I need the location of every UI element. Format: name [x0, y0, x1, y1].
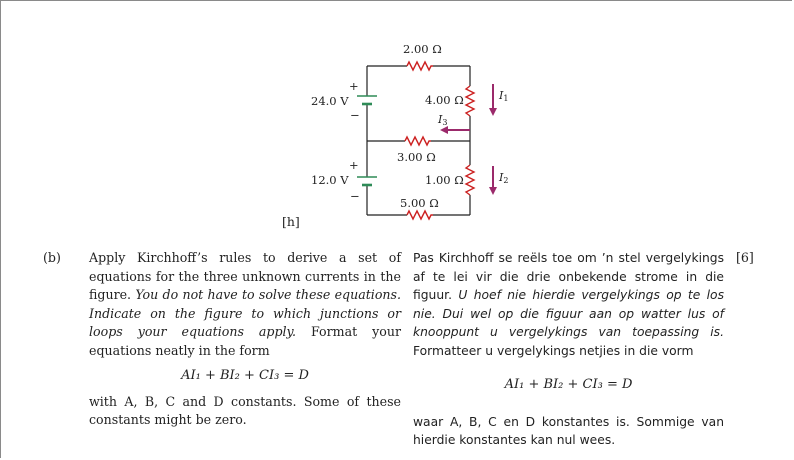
part-label: (b): [43, 250, 61, 265]
battery-24v: [357, 95, 377, 106]
resistor-5ohm: [406, 209, 433, 221]
resistor-3ohm: [404, 135, 431, 147]
label-i3: I3: [437, 113, 447, 127]
plus-bottom: +: [349, 158, 359, 172]
english-p2: with A, B, C and D constants. Some of th…: [89, 393, 401, 428]
english-p1: Apply Kirchhoff’s rules to derive a set …: [89, 250, 401, 302]
label-v-bottom: 12.0 V: [311, 173, 349, 187]
label-v-top: 24.0 V: [311, 94, 349, 108]
afrikaans-column: Pas Kirchhoff se reëls toe om ’n stel ve…: [413, 249, 724, 450]
afrikaans-equation: AI₁ + BI₂ + CI₃ = D: [504, 377, 633, 392]
english-p1-end: Format your equations neatly in the form: [89, 324, 401, 358]
minus-top: −: [350, 108, 360, 122]
label-r-top: 2.00 Ω: [403, 42, 442, 56]
circuit-wires: [366, 65, 471, 216]
english-equation: AI₁ + BI₂ + CI₃ = D: [181, 368, 309, 383]
english-column: Apply Kirchhoff’s rules to derive a set …: [89, 249, 401, 430]
label-r-right-top: 4.00 Ω: [425, 93, 464, 107]
label-i1: I1: [498, 89, 508, 103]
plus-top: +: [349, 79, 359, 93]
label-r-middle: 3.00 Ω: [397, 150, 436, 164]
label-r-bottom: 5.00 Ω: [400, 196, 439, 210]
english-p1-italic: You do not have to solve these equations…: [89, 287, 401, 339]
afrikaans-p1-end: Formatteer u vergelykings netjies in die…: [413, 343, 694, 358]
marks-label: [6]: [736, 250, 754, 265]
battery-12v: [357, 176, 377, 187]
afrikaans-p1-italic: U hoef nie hierdie vergelykings op te lo…: [413, 288, 724, 339]
label-i2: I2: [498, 171, 508, 185]
minus-bottom: −: [350, 189, 360, 203]
resistor-4ohm: [464, 85, 476, 117]
afrikaans-p2: waar A, B, C en D konstantes is. Sommige…: [413, 414, 724, 448]
afrikaans-p1: Pas Kirchhoff se reëls toe om ’n stel ve…: [413, 251, 724, 302]
label-r-right-bottom: 1.00 Ω: [425, 173, 464, 187]
resistor-2ohm: [406, 60, 433, 72]
resistor-1ohm: [464, 164, 476, 196]
figure-label: [h]: [282, 214, 300, 229]
